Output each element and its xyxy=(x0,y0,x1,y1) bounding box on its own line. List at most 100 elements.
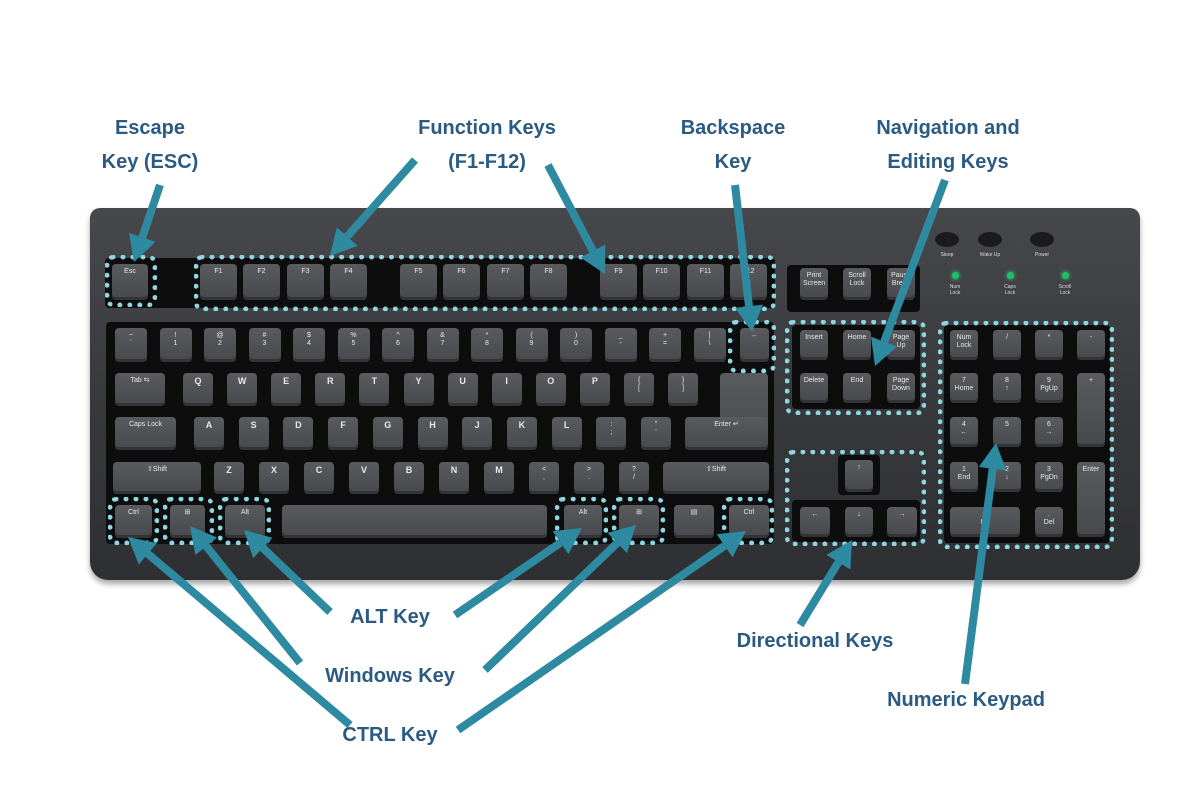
key-numpad[interactable]: 3 PgDn xyxy=(1035,462,1063,492)
key-numpad[interactable]: Num Lock xyxy=(950,330,978,360)
key-f9[interactable]: F9 xyxy=(600,264,637,300)
key-number-row[interactable]: ! 1 xyxy=(159,328,192,362)
key-menu[interactable]: ▤ xyxy=(674,505,714,538)
key-letter[interactable]: Q xyxy=(183,373,213,406)
key-spacebar[interactable] xyxy=(282,505,547,538)
key-number-row[interactable]: ^ 6 xyxy=(382,328,414,362)
key-numpad[interactable]: + xyxy=(1077,373,1105,447)
key-letter[interactable]: D xyxy=(283,417,314,450)
key-letter[interactable]: E xyxy=(271,373,302,406)
key-letter[interactable]: S xyxy=(238,417,269,450)
key-letter[interactable]: I xyxy=(491,373,522,406)
key-number-row[interactable]: ) 0 xyxy=(560,328,592,362)
key-numpad[interactable]: 7 Home xyxy=(950,373,978,403)
key-navigation[interactable]: Delete xyxy=(800,373,828,403)
key-number-row[interactable]: $ 4 xyxy=(293,328,325,362)
key-backspace[interactable]: ← xyxy=(740,328,769,362)
key-caps-lock[interactable]: Caps Lock xyxy=(115,417,176,450)
key-letter[interactable]: M xyxy=(484,462,514,494)
key-arrow-up[interactable]: ↑ xyxy=(845,460,873,492)
key-right-shift[interactable]: ⇧Shift xyxy=(663,462,769,494)
key-letter[interactable]: V xyxy=(349,462,379,494)
key-f7[interactable]: F7 xyxy=(487,264,524,300)
key-numpad[interactable]: 1 End xyxy=(950,462,978,492)
key-numpad[interactable]: 5 xyxy=(993,417,1021,447)
key-number-row[interactable]: _ - xyxy=(604,328,637,362)
key-number-row[interactable]: | \ xyxy=(693,328,726,362)
key-number-row[interactable]: % 5 xyxy=(337,328,370,362)
key-enter[interactable]: Enter ↵ xyxy=(685,417,768,450)
key-letter[interactable]: X xyxy=(259,462,289,494)
key-tab[interactable]: Tab ⇆ xyxy=(115,373,165,406)
key-letter[interactable]: P xyxy=(579,373,610,406)
key-letter[interactable]: B xyxy=(394,462,424,494)
key-number-row[interactable]: & 7 xyxy=(426,328,459,362)
key-left-shift[interactable]: ⇧Shift xyxy=(113,462,201,494)
label-navigation-keys: Navigation and Editing Keys xyxy=(876,117,1020,173)
key-letter[interactable]: R xyxy=(315,373,346,406)
key-f10[interactable]: F10 xyxy=(643,264,680,300)
key-letter[interactable]: N xyxy=(439,462,469,494)
key-navigation[interactable]: Insert xyxy=(800,330,828,360)
key-letter[interactable]: W xyxy=(227,373,258,406)
key-f5[interactable]: F5 xyxy=(400,264,437,300)
key-numpad[interactable]: 4 ← xyxy=(950,417,978,447)
key-letter[interactable]: > . xyxy=(574,462,604,494)
key-f2[interactable]: F2 xyxy=(243,264,280,300)
key-f4[interactable]: F4 xyxy=(330,264,367,300)
key-left-ctrl[interactable]: Ctrl xyxy=(115,505,152,538)
key-numpad[interactable]: 8 ↑ xyxy=(993,373,1021,403)
key-letter[interactable]: U xyxy=(447,373,478,406)
key-letter[interactable]: J xyxy=(462,417,493,450)
key-letter[interactable]: T xyxy=(359,373,390,406)
key-numpad[interactable]: - xyxy=(1077,330,1105,360)
key-letter[interactable]: } ] xyxy=(668,373,699,406)
key-arrow-right[interactable]: → xyxy=(887,507,917,537)
key-letter[interactable]: K xyxy=(506,417,537,450)
key-number-row[interactable]: + = xyxy=(649,328,681,362)
key-f3[interactable]: F3 xyxy=(287,264,324,300)
key-system[interactable]: Scroll Lock xyxy=(843,268,871,300)
key-letter[interactable]: < , xyxy=(529,462,559,494)
key-letter[interactable]: { [ xyxy=(624,373,654,406)
key-numpad[interactable]: * xyxy=(1035,330,1063,360)
key-esc[interactable]: Esc xyxy=(112,264,148,300)
key-arrow-left[interactable]: ← xyxy=(800,507,830,537)
key-letter[interactable]: C xyxy=(304,462,334,494)
key-f6[interactable]: F6 xyxy=(443,264,480,300)
key-navigation[interactable]: End xyxy=(843,373,871,403)
key-navigation[interactable]: Home xyxy=(843,330,871,360)
key-numpad[interactable]: 9 PgUp xyxy=(1035,373,1063,403)
key-number-row[interactable]: * 8 xyxy=(471,328,503,362)
key-letter[interactable]: H xyxy=(417,417,448,450)
key-letter[interactable]: A xyxy=(194,417,224,450)
key-numpad[interactable]: Enter xyxy=(1077,462,1105,537)
key-number-row[interactable]: ( 9 xyxy=(515,328,548,362)
wake-up-button[interactable] xyxy=(978,232,1002,247)
key-letter[interactable]: " ' xyxy=(641,417,671,450)
key-letter[interactable]: F xyxy=(328,417,359,450)
sleep-button[interactable] xyxy=(935,232,959,247)
key-f8[interactable]: F8 xyxy=(530,264,567,300)
key-numpad[interactable]: 6 → xyxy=(1035,417,1063,447)
key-arrow-down[interactable]: ↓ xyxy=(845,507,873,537)
key-number-row[interactable]: ~ ` xyxy=(115,328,147,362)
key-numpad[interactable]: . Del xyxy=(1035,507,1063,537)
key-letter[interactable]: Z xyxy=(214,462,244,494)
key-letter[interactable]: O xyxy=(535,373,566,406)
key-number-row[interactable]: # 3 xyxy=(248,328,281,362)
key-letter[interactable]: L xyxy=(551,417,582,450)
key-letter[interactable]: ? / xyxy=(619,462,649,494)
key-f11[interactable]: F11 xyxy=(687,264,724,300)
key-system[interactable]: Print Screen xyxy=(800,268,828,300)
key-navigation[interactable]: Page Down xyxy=(887,373,915,403)
key-navigation[interactable]: Page Up xyxy=(887,330,915,360)
key-letter[interactable]: Y xyxy=(403,373,434,406)
key-f1[interactable]: F1 xyxy=(200,264,237,300)
key-letter[interactable]: : ; xyxy=(596,417,627,450)
power-button[interactable] xyxy=(1030,232,1054,247)
key-numpad[interactable]: / xyxy=(993,330,1021,360)
key-right-alt[interactable]: Alt xyxy=(564,505,602,538)
key-number-row[interactable]: @ 2 xyxy=(204,328,236,362)
key-letter[interactable]: G xyxy=(372,417,403,450)
